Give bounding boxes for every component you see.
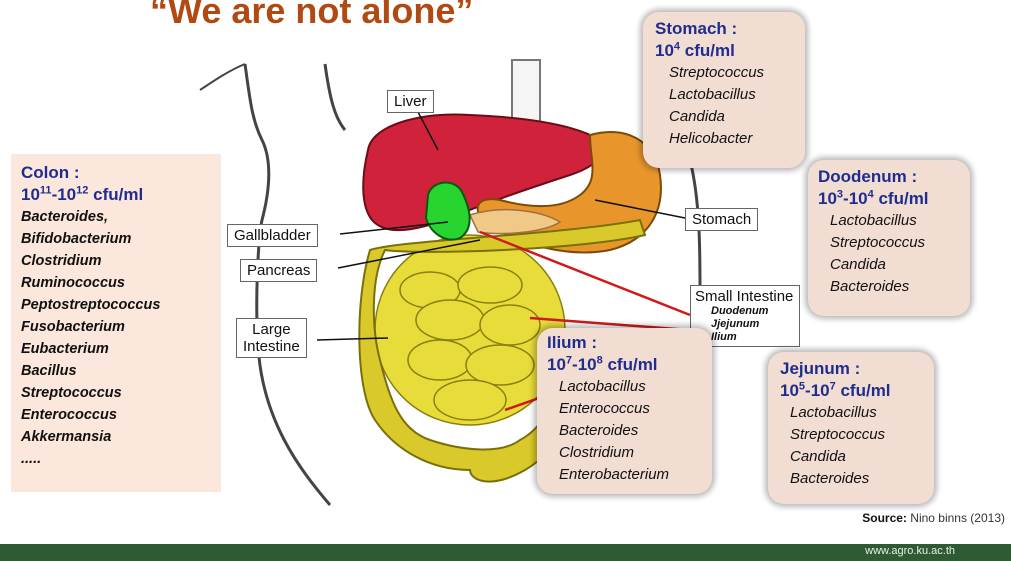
- jejunum-bacteria-list: Lactobacillus Streptococcus Candida Bact…: [780, 402, 922, 490]
- source-label: Source:: [862, 511, 907, 525]
- colon-bacteria-list: Bacteroides, Bifidobacterium Clostridium…: [21, 206, 211, 470]
- list-item: Candida: [790, 446, 922, 468]
- colon-heading: Colon :: [21, 162, 211, 184]
- ilium-bacteria-list: Lactobacillus Enterococcus Bacteroides C…: [547, 376, 702, 486]
- jejunum-heading: Jejunum :: [780, 358, 922, 380]
- list-item: Lactobacillus: [669, 84, 793, 106]
- list-item: Streptococcus: [669, 62, 793, 84]
- stomach-count: 104 cfu/ml: [655, 40, 793, 62]
- small-intestine-label-title: Small Intestine: [695, 288, 795, 305]
- list-item: Clostridium: [559, 442, 702, 464]
- list-item: Candida: [830, 254, 960, 276]
- list-item: Streptococcus: [830, 232, 960, 254]
- list-item: Ruminococcus: [21, 272, 211, 294]
- gallbladder-label: Gallbladder: [227, 224, 318, 247]
- jejunum-label: Jjejunum: [695, 318, 795, 331]
- list-item: Bacteroides: [830, 276, 960, 298]
- list-item: Enterococcus: [21, 404, 211, 426]
- list-item: Peptostreptococcus: [21, 294, 211, 316]
- list-item: Candida: [669, 106, 793, 128]
- list-item: Eubacterium: [21, 338, 211, 360]
- source-text: Nino binns (2013): [907, 511, 1005, 525]
- ilium-panel: Ilium : 107-108 cfu/ml Lactobacillus Ent…: [537, 328, 712, 494]
- stomach-panel: Stomach : 104 cfu/ml Streptococcus Lacto…: [643, 12, 805, 168]
- colon-count: 1011-1012 cfu/ml: [21, 184, 211, 206]
- jejunum-panel: Jejunum : 105-107 cfu/ml Lactobacillus S…: [768, 352, 934, 504]
- list-item: Bacillus: [21, 360, 211, 382]
- ilium-count: 107-108 cfu/ml: [547, 354, 702, 376]
- list-item: Bacteroides: [559, 420, 702, 442]
- footer-bar: www.agro.ku.ac.th: [0, 544, 1011, 561]
- list-item: Streptococcus: [21, 382, 211, 404]
- stomach-heading: Stomach :: [655, 18, 793, 40]
- colon-panel: Colon : 1011-1012 cfu/ml Bacteroides, Bi…: [11, 154, 221, 492]
- doodenum-bacteria-list: Lactobacillus Streptococcus Candida Bact…: [818, 210, 960, 298]
- list-item: Lactobacillus: [790, 402, 922, 424]
- list-item: Fusobacterium: [21, 316, 211, 338]
- pancreas-label: Pancreas: [240, 259, 317, 282]
- list-item: Bacteroides: [790, 468, 922, 490]
- list-item: Clostridium: [21, 250, 211, 272]
- doodenum-panel: Doodenum : 103-104 cfu/ml Lactobacillus …: [808, 160, 970, 316]
- list-item: Streptococcus: [790, 424, 922, 446]
- large-intestine-label: Large Intestine: [236, 318, 307, 358]
- large-intestine-label-line2: Intestine: [243, 338, 300, 355]
- list-item: Enterobacterium: [559, 464, 702, 486]
- list-item: Akkermansia: [21, 426, 211, 448]
- large-intestine-label-line1: Large: [243, 321, 300, 338]
- list-item: Lactobacillus: [830, 210, 960, 232]
- duodenum-label: Duodenum: [695, 305, 795, 318]
- stomach-label: Stomach: [685, 208, 758, 231]
- footer-url: www.agro.ku.ac.th: [865, 545, 955, 557]
- list-item: Lactobacillus: [559, 376, 702, 398]
- list-item: Bifidobacterium: [21, 228, 211, 250]
- list-item: Enterococcus: [559, 398, 702, 420]
- list-item: Bacteroides,: [21, 206, 211, 228]
- jejunum-count: 105-107 cfu/ml: [780, 380, 922, 402]
- source-citation: Source: Nino binns (2013): [862, 511, 1005, 525]
- doodenum-heading: Doodenum :: [818, 166, 960, 188]
- liver-label: Liver: [387, 90, 434, 113]
- ilium-heading: Ilium :: [547, 332, 702, 354]
- list-item: .....: [21, 448, 211, 470]
- list-item: Helicobacter: [669, 128, 793, 150]
- doodenum-count: 103-104 cfu/ml: [818, 188, 960, 210]
- stomach-bacteria-list: Streptococcus Lactobacillus Candida Heli…: [655, 62, 793, 150]
